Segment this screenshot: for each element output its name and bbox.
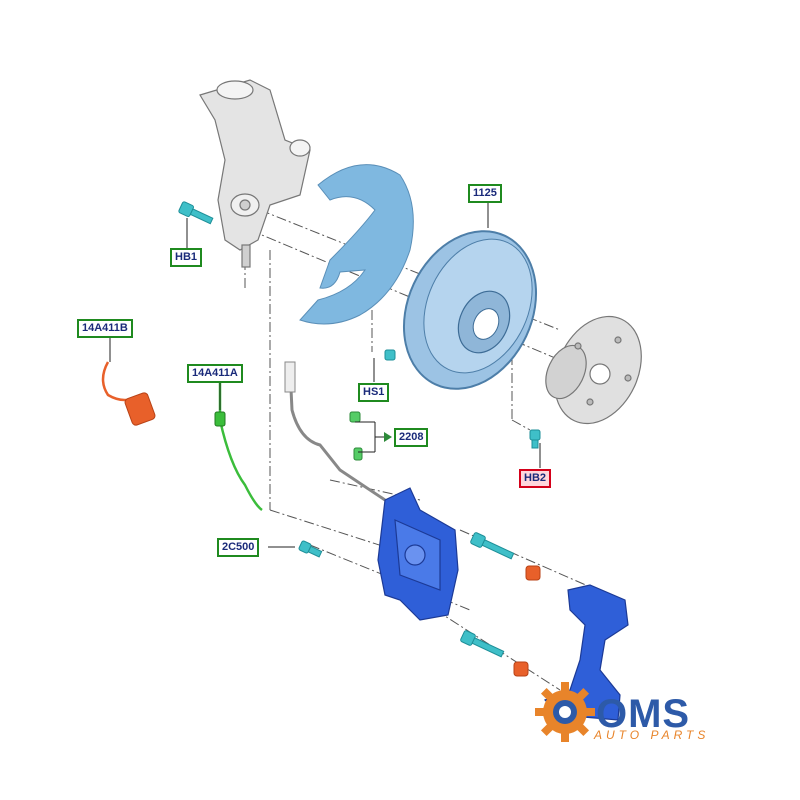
brake-caliper	[377, 487, 459, 621]
caliper-bracket	[543, 584, 629, 721]
bolt-hs1	[384, 349, 396, 361]
guide-pin-lower	[460, 630, 505, 658]
bolts	[178, 201, 541, 658]
label-2c500[interactable]: 2C500	[217, 538, 260, 557]
label-leaders	[109, 200, 541, 548]
bolt-2c500	[298, 540, 323, 558]
wheel-hub	[545, 315, 642, 425]
label-hb2[interactable]: HB2	[519, 469, 552, 488]
steering-knuckle	[199, 79, 311, 268]
label-hb1[interactable]: HB1	[170, 248, 203, 267]
label-hs1[interactable]: HS1	[358, 383, 390, 402]
logo-sub-text: AUTO PARTS	[594, 728, 710, 742]
wear-sensor-14a411b	[101, 361, 156, 426]
arrow-2208	[384, 432, 392, 442]
bolt-hb1	[178, 201, 214, 225]
brake-disc	[402, 230, 538, 390]
bleed-screw	[349, 411, 363, 461]
slide-bushings	[513, 565, 541, 677]
wear-sensor-14a411a	[214, 380, 263, 512]
label-1125[interactable]: 1125	[468, 184, 502, 203]
label-14a411b[interactable]: 14A411B	[77, 319, 133, 338]
label-14a411a[interactable]: 14A411A	[187, 364, 243, 383]
logo-main-text: OMS	[596, 692, 691, 736]
bolt-hb2	[529, 429, 541, 449]
guide-pin-upper	[470, 532, 515, 560]
gear-icon	[535, 682, 595, 742]
dust-shield	[299, 164, 414, 325]
brake-hose	[284, 361, 386, 502]
label-2208[interactable]: 2208	[394, 428, 429, 447]
